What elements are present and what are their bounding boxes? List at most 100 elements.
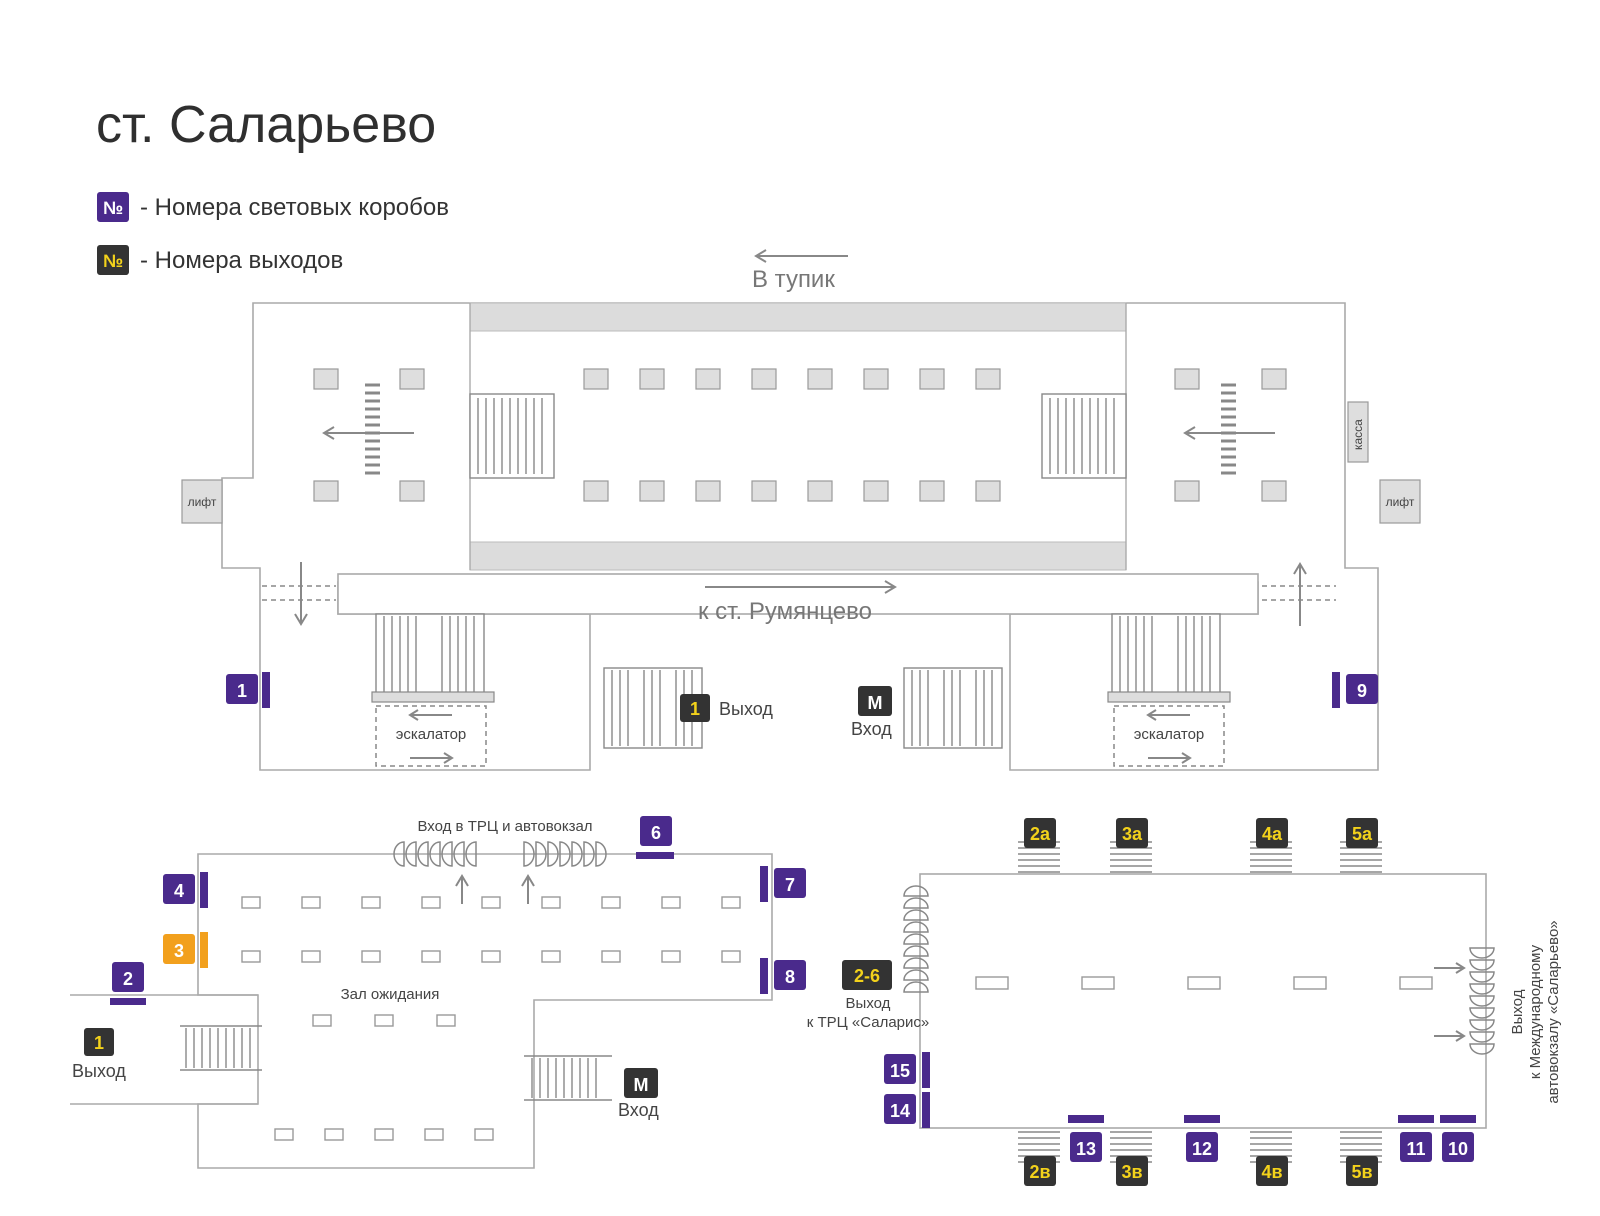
lightbox-7[interactable] [774, 868, 806, 898]
waiting-hall-label: Зал ожидания [341, 986, 440, 1003]
exit-badge-2a[interactable] [1024, 818, 1056, 848]
exit-badge-3a[interactable] [1116, 818, 1148, 848]
lightbox-number: 3 [174, 941, 184, 961]
lightbox-15[interactable] [884, 1054, 916, 1084]
lightbox-number: 2 [123, 969, 133, 989]
lightbox-number: 10 [1448, 1139, 1468, 1159]
direction-rumyantsevo: к ст. Румянцево [698, 598, 872, 625]
exit-number: 1 [94, 1033, 104, 1053]
lightbox-8[interactable] [774, 960, 806, 990]
turnstile-icon [365, 383, 1236, 475]
lightbox-6[interactable] [640, 816, 672, 846]
passage-rumyantsevo [337, 573, 1259, 615]
lightbox-11[interactable] [1400, 1132, 1432, 1162]
lightbox-9[interactable] [1346, 674, 1378, 704]
escalator-right-label: эскалатор [1134, 726, 1205, 743]
stairs-entrance-lower [524, 1055, 612, 1101]
svg-text:автовокзалу «Саларьево»: автовокзалу «Саларьево» [1545, 920, 1562, 1103]
svg-text:к Международному: к Международному [1527, 944, 1544, 1079]
lightbox-13[interactable] [1070, 1132, 1102, 1162]
track-bottom [469, 541, 1127, 571]
lift-left [181, 479, 223, 524]
metro-symbol: М [868, 693, 883, 713]
lightbox-12[interactable] [1186, 1132, 1218, 1162]
legend-lightbox-symbol: № [103, 198, 123, 218]
exit-number: 2-6 [854, 966, 880, 986]
exit-salaris-label-1: Выход [846, 995, 891, 1012]
lift-right [1379, 479, 1421, 524]
lightbox-number: 8 [785, 967, 795, 987]
lift-left-label: лифт [188, 495, 217, 509]
exit-number: 1 [690, 699, 700, 719]
lightbox-number: 4 [174, 881, 184, 901]
lightbox-number: 11 [1406, 1139, 1425, 1159]
exit-badge-4v[interactable] [1256, 1156, 1288, 1186]
bus-exit-label: Выход к Международному автовокзалу «Сала… [1509, 920, 1562, 1103]
exit-badge-2v[interactable] [1024, 1156, 1056, 1186]
bus-terminal-hall [919, 873, 1487, 1129]
station-title: ст. Саларьево [96, 96, 436, 154]
exit-number: 4а [1262, 824, 1283, 844]
lightbox-4[interactable] [163, 874, 195, 904]
exit-badge-3v[interactable] [1116, 1156, 1148, 1186]
turnstile-icon [393, 841, 607, 867]
escalator-left-label: эскалатор [396, 726, 467, 743]
escalator-left [371, 613, 495, 703]
legend-lightbox-swatch [97, 192, 129, 222]
metro-icon [624, 1068, 658, 1098]
exit-number: 2а [1030, 824, 1051, 844]
exit-number: 5в [1351, 1162, 1372, 1182]
svg-text:Выход: Выход [1509, 989, 1526, 1034]
exit-badge-1-upper[interactable] [680, 694, 710, 722]
lightbox-number: 9 [1357, 681, 1367, 701]
stairs-icon [469, 393, 1127, 479]
exit-badge-5a[interactable] [1346, 818, 1378, 848]
legend-exit-symbol: № [103, 251, 123, 271]
trc-entrance-label: Вход в ТРЦ и автовокзал [417, 818, 592, 835]
lightbox-number: 6 [651, 823, 661, 843]
lightbox-number: 13 [1076, 1139, 1096, 1159]
metro-icon [858, 686, 892, 716]
exit-number: 5а [1352, 824, 1373, 844]
exit-label-lower: Выход [72, 1061, 126, 1081]
legend-exit-text: - Номера выходов [140, 247, 343, 274]
entrance-label-upper: Вход [851, 719, 892, 739]
lightbox-2[interactable] [112, 962, 144, 992]
escalator-left-box [375, 705, 487, 767]
waiting-hall [70, 853, 773, 1169]
exit-badge-1-lower[interactable] [84, 1028, 114, 1056]
entrance-label-lower: Вход [618, 1100, 659, 1120]
escalator-right-box [1113, 705, 1225, 767]
exit-number: 2в [1029, 1162, 1050, 1182]
lift-right-label: лифт [1386, 495, 1415, 509]
lightbox-1[interactable] [226, 674, 258, 704]
stairs-exit-lower [180, 1025, 262, 1071]
kassa [1347, 401, 1369, 463]
turnstile-icon [903, 885, 1495, 1055]
lightbox-14[interactable] [884, 1094, 916, 1124]
exit-number: 3а [1122, 824, 1143, 844]
track-top [469, 302, 1127, 332]
lightbox-number: 14 [890, 1101, 910, 1121]
lightbox-3[interactable] [163, 934, 195, 964]
upper-columns [313, 368, 1287, 502]
metro-symbol: М [634, 1075, 649, 1095]
hall-benches [241, 896, 741, 1141]
direction-dead-end: В тупик [752, 266, 835, 293]
lightbox-number: 7 [785, 875, 795, 895]
lightbox-10[interactable] [1442, 1132, 1474, 1162]
exit-salaris-label-2: к ТРЦ «Саларис» [807, 1014, 930, 1031]
legend-lightbox-text: - Номера световых коробов [140, 194, 449, 221]
hall-right-benches [975, 976, 1433, 990]
exit-label-upper: Выход [719, 699, 773, 719]
exit-badge-5v[interactable] [1346, 1156, 1378, 1186]
legend-exit-swatch [97, 245, 129, 275]
exit-badge-2-6[interactable] [842, 960, 892, 990]
lightbox-number: 15 [890, 1061, 910, 1081]
lightbox-number: 1 [237, 681, 247, 701]
exit-number: 3в [1121, 1162, 1142, 1182]
exit-number: 4в [1261, 1162, 1282, 1182]
exit-badge-4a[interactable] [1256, 818, 1288, 848]
kassa-label: касса [1351, 419, 1365, 450]
legend: № - Номера световых коробов № - Номера в… [97, 192, 449, 275]
